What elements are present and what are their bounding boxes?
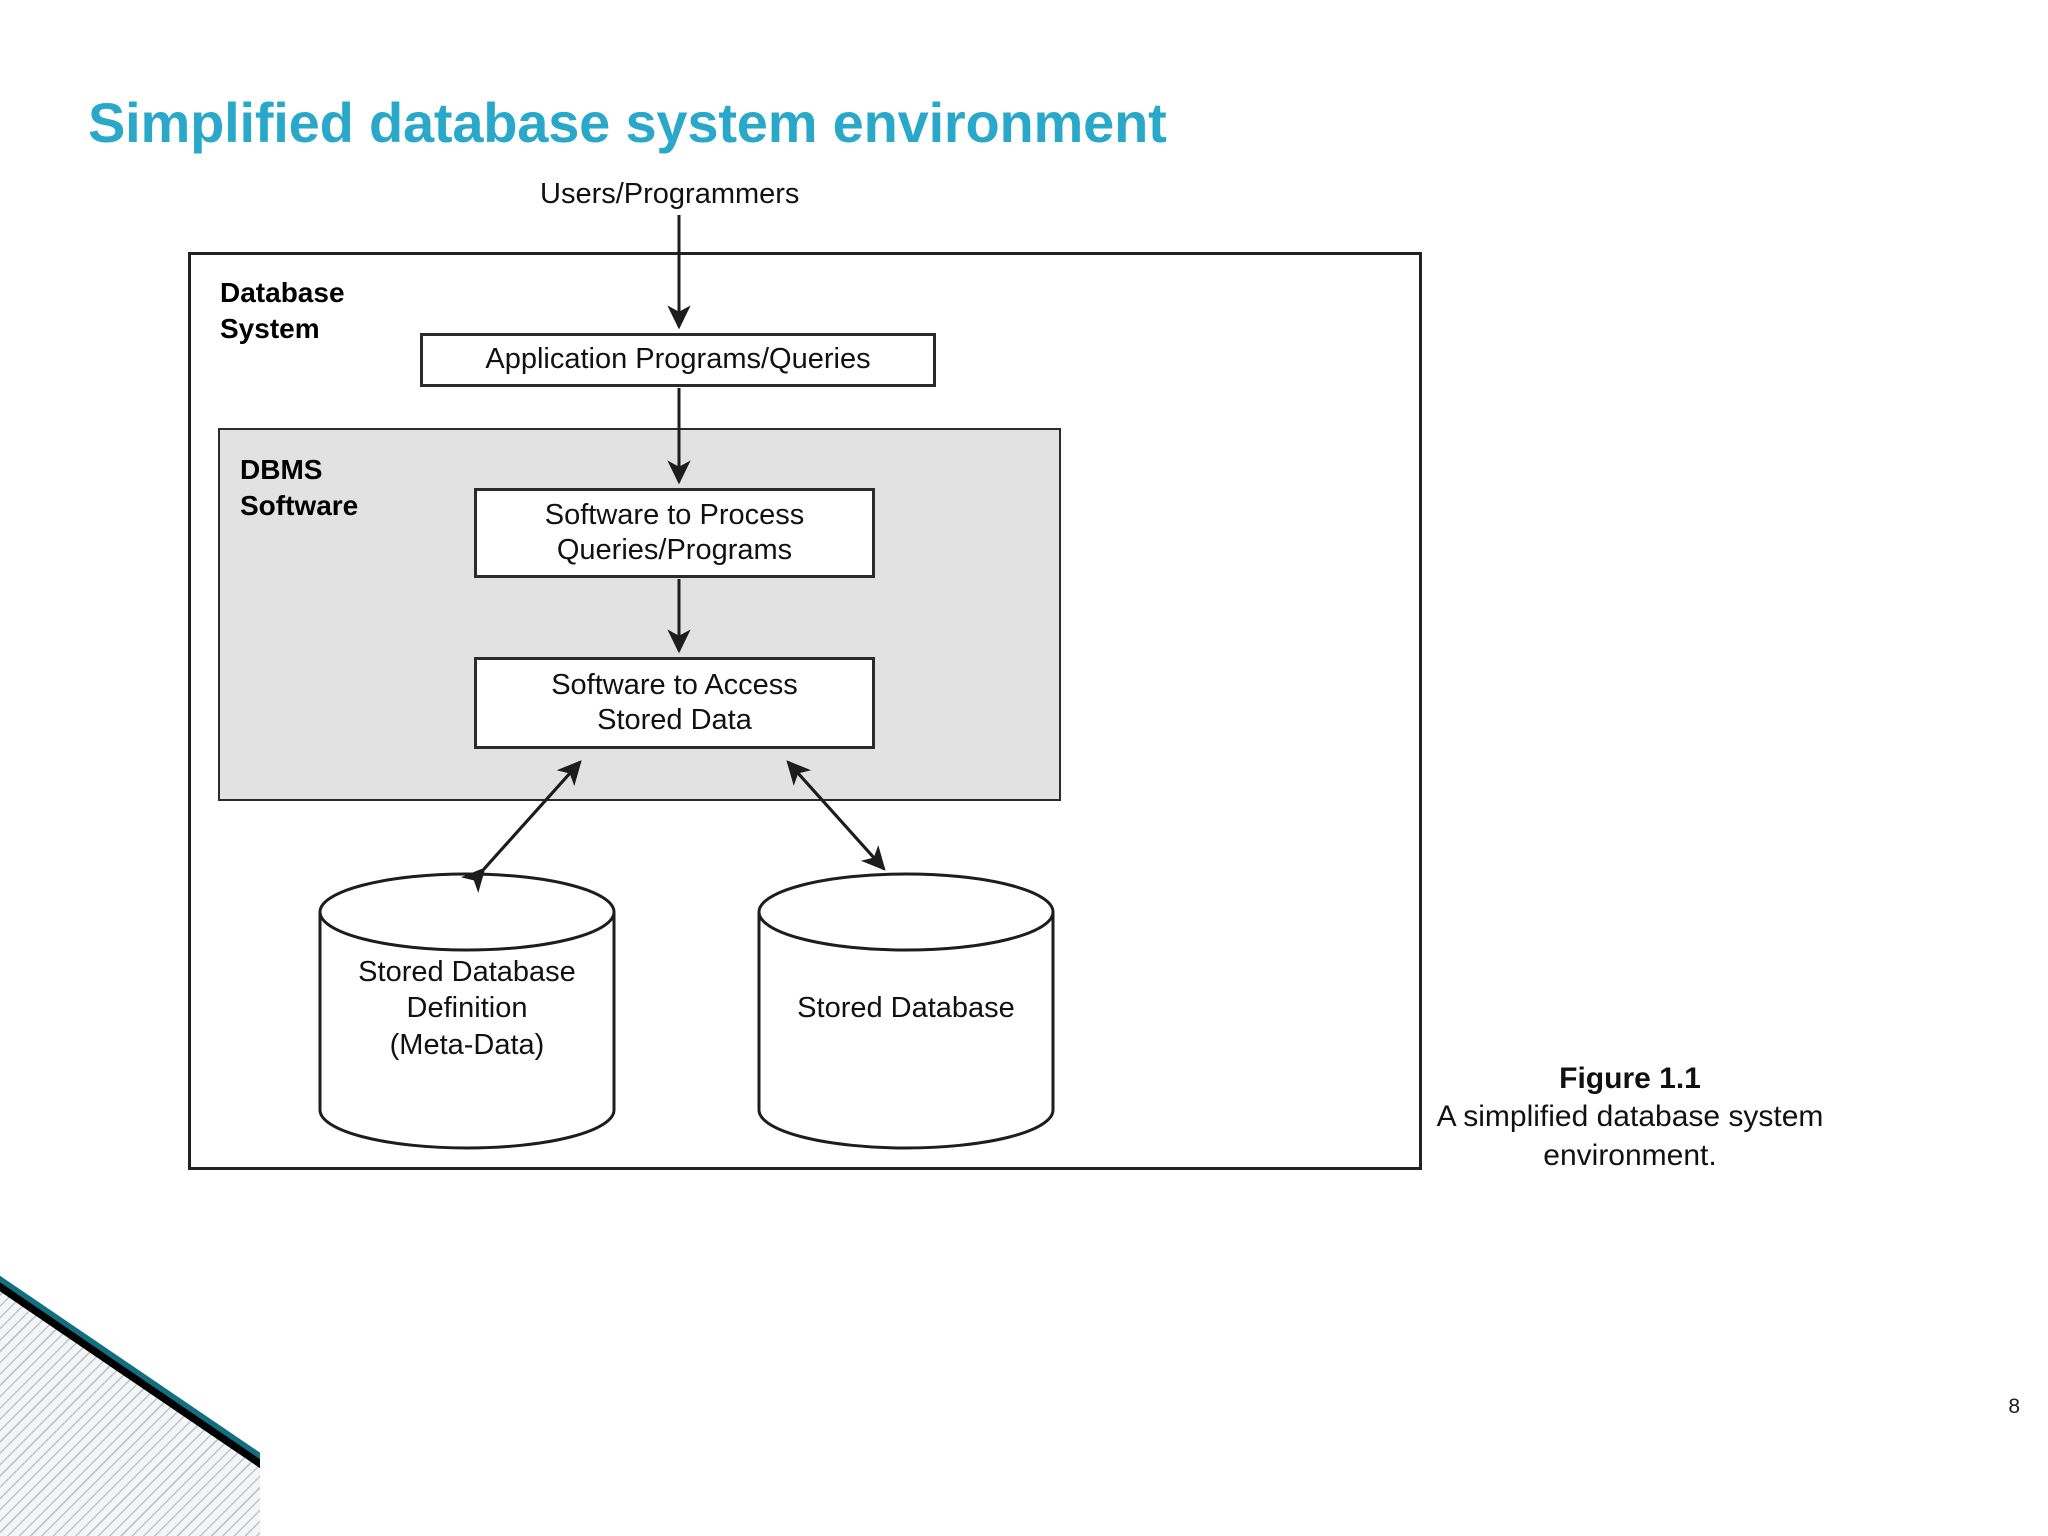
database-system-box [188,252,1422,1170]
page-number: 8 [2008,1395,2020,1418]
users-programmers-label: Users/Programmers [540,178,800,210]
stored-database-definition-cylinder: Stored Database Definition (Meta-Data) [318,872,616,1150]
stored-database-definition-label: Stored Database Definition (Meta-Data) [358,956,576,1061]
figure-caption-text: A simplified database system environment… [1436,1100,1824,1172]
stored-database-label: Stored Database [797,992,1015,1024]
figure-caption: Figure 1.1 A simplified database system … [1420,1060,1840,1175]
stored-database-cylinder: Stored Database [757,872,1055,1150]
software-to-process-queries-box: Software to Process Queries/Programs [474,488,875,578]
software-to-access-stored-data-box: Software to Access Stored Data [474,657,875,749]
application-programs-queries-box: Application Programs/Queries [420,333,936,387]
database-system-label: Database System [220,277,345,344]
dbms-software-label: DBMS Software [240,454,359,521]
page-title: Simplified database system environment [88,91,1167,154]
figure-caption-title: Figure 1.1 [1559,1062,1701,1095]
